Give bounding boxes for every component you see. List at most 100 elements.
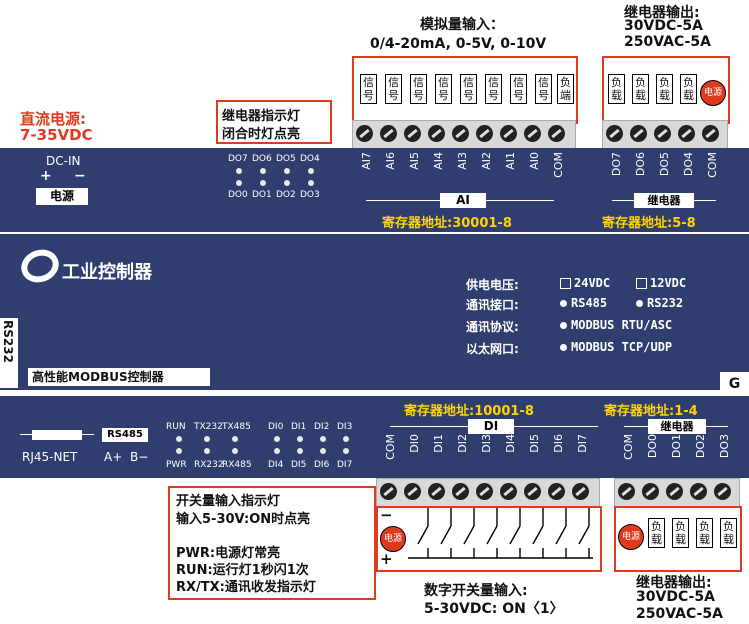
do-terminal-label: DO1 bbox=[670, 434, 683, 459]
di-led-label: DI5 bbox=[291, 460, 307, 470]
do-terminal-label: DO5 bbox=[658, 152, 671, 177]
relay-output-ac-top: 250VAC-5A bbox=[624, 34, 711, 50]
screw-terminal[interactable] bbox=[452, 125, 469, 142]
dc-power-range: 7-35VDC bbox=[20, 126, 93, 144]
protocol-label: 通讯协议: bbox=[466, 320, 519, 334]
b-minus-label: B− bbox=[130, 450, 149, 464]
screw-terminal[interactable] bbox=[630, 125, 647, 142]
screw-terminal[interactable] bbox=[702, 125, 719, 142]
analog-input-range: 0/4-20mA, 0-5V, 0-10V bbox=[370, 36, 547, 52]
load-label: 负载 bbox=[672, 518, 689, 548]
di-led-label: DI0 bbox=[268, 422, 284, 432]
indicator-notes-box: 开关量输入指示灯 输入5-30V:ON时点亮 PWR:电源灯常亮 RUN:运行灯… bbox=[168, 486, 376, 600]
status-led-label: PWR bbox=[166, 460, 187, 470]
power-source-icon: 电源 bbox=[618, 524, 644, 550]
rs232-vertical-label: RS232 bbox=[1, 320, 15, 363]
dc-in-label: DC-IN bbox=[46, 154, 81, 168]
do-terminal-label: DO2 bbox=[694, 434, 707, 459]
load-label: 负载 bbox=[608, 74, 625, 104]
screw-terminal[interactable] bbox=[404, 483, 421, 500]
signal-label: 信号 bbox=[460, 74, 477, 104]
screw-terminal[interactable] bbox=[606, 125, 623, 142]
screw-terminal[interactable] bbox=[500, 483, 517, 500]
screw-terminal[interactable] bbox=[356, 125, 373, 142]
di-terminal-label: DI0 bbox=[408, 434, 421, 453]
screw-terminal[interactable] bbox=[524, 125, 541, 142]
ai-register-address: 寄存器地址:30001-8 bbox=[382, 216, 512, 231]
iface-rs485: RS485 bbox=[560, 296, 607, 310]
status-led-label: TX485 bbox=[222, 422, 251, 432]
screw-terminal[interactable] bbox=[618, 483, 635, 500]
screw-terminal[interactable] bbox=[380, 483, 397, 500]
signal-label: 信号 bbox=[485, 74, 502, 104]
di-led-indicator bbox=[320, 448, 326, 454]
status-led-indicator bbox=[176, 448, 182, 454]
screw-terminal[interactable] bbox=[666, 483, 683, 500]
do-led-indicator bbox=[308, 180, 314, 186]
signal-label: 信号 bbox=[360, 74, 377, 104]
screw-terminal[interactable] bbox=[654, 125, 671, 142]
dot-icon bbox=[560, 344, 567, 351]
screw-terminal[interactable] bbox=[428, 125, 445, 142]
screw-terminal[interactable] bbox=[500, 125, 517, 142]
load-label: 负载 bbox=[632, 74, 649, 104]
minus-sign: − bbox=[380, 506, 393, 524]
do-led-label: DO7 bbox=[228, 154, 248, 164]
ethernet-value: MODBUS TCP/UDP bbox=[560, 340, 672, 354]
screw-terminal[interactable] bbox=[572, 483, 589, 500]
di-led-indicator bbox=[297, 436, 303, 442]
do-register-address-lower: 寄存器地址:1-4 bbox=[604, 404, 698, 419]
screw-terminal[interactable] bbox=[678, 125, 695, 142]
status-led-label: RX485 bbox=[222, 460, 252, 470]
dot-icon bbox=[560, 300, 567, 307]
screw-terminal[interactable] bbox=[524, 483, 541, 500]
load-end-label: 负端 bbox=[557, 74, 574, 104]
di-led-label: DI6 bbox=[314, 460, 330, 470]
ai-terminal-label: AI2 bbox=[480, 152, 493, 170]
screw-terminal[interactable] bbox=[452, 483, 469, 500]
di-led-indicator bbox=[343, 448, 349, 454]
di-led-indicator bbox=[343, 436, 349, 442]
load-label: 负载 bbox=[648, 518, 665, 548]
screw-terminal[interactable] bbox=[428, 483, 445, 500]
rj45-label: RJ45-NET bbox=[22, 450, 78, 464]
screw-terminal[interactable] bbox=[714, 483, 731, 500]
load-label: 负载 bbox=[720, 518, 737, 548]
brand-logo-icon bbox=[21, 249, 59, 283]
status-led-indicator bbox=[232, 448, 238, 454]
digital-input-box: − + 电源 bbox=[376, 506, 602, 572]
screw-terminal[interactable] bbox=[690, 483, 707, 500]
power-label-box: 电源 bbox=[36, 188, 88, 205]
di-terminal-label: COM bbox=[384, 434, 397, 460]
screw-terminal[interactable] bbox=[476, 125, 493, 142]
di-led-label: DI1 bbox=[291, 422, 307, 432]
screw-terminal[interactable] bbox=[380, 125, 397, 142]
ai-terminal-label: AI7 bbox=[360, 152, 373, 170]
di-register-address: 寄存器地址:10001-8 bbox=[404, 404, 534, 419]
do-led-indicator bbox=[308, 168, 314, 174]
model-label: 高性能MODBUS控制器 bbox=[28, 368, 210, 386]
screw-terminal[interactable] bbox=[548, 483, 565, 500]
relay-output-box-bottom: 电源 负载 负载 负载 负载 bbox=[614, 506, 742, 572]
screw-terminal[interactable] bbox=[404, 125, 421, 142]
screw-terminal[interactable] bbox=[476, 483, 493, 500]
status-led-label: TX232 bbox=[194, 422, 223, 432]
di-terminal-label: DI7 bbox=[576, 434, 589, 453]
supply-12vdc: 12VDC bbox=[636, 276, 686, 290]
do-led-indicator bbox=[284, 180, 290, 186]
digital-input-range: 5-30VDC: ON〈1〉 bbox=[424, 601, 564, 617]
screw-terminal[interactable] bbox=[642, 483, 659, 500]
plus-sign: + bbox=[380, 550, 393, 568]
screw-terminal[interactable] bbox=[548, 125, 565, 142]
di-led-label: DI2 bbox=[314, 422, 330, 432]
do-terminal-label: COM bbox=[706, 152, 719, 178]
power-source-icon: 电源 bbox=[380, 526, 406, 552]
do-led-indicator bbox=[236, 180, 242, 186]
do-terminal-label: DO0 bbox=[646, 434, 659, 459]
interface-label: 通讯接口: bbox=[466, 298, 519, 312]
di-terminal-label: DI3 bbox=[480, 434, 493, 453]
load-label: 负载 bbox=[656, 74, 673, 104]
ai-terminal-label: AI6 bbox=[384, 152, 397, 170]
relay-led-note: 继电器指示灯 闭合时灯点亮 bbox=[216, 100, 332, 144]
rj45-port[interactable] bbox=[32, 430, 82, 440]
